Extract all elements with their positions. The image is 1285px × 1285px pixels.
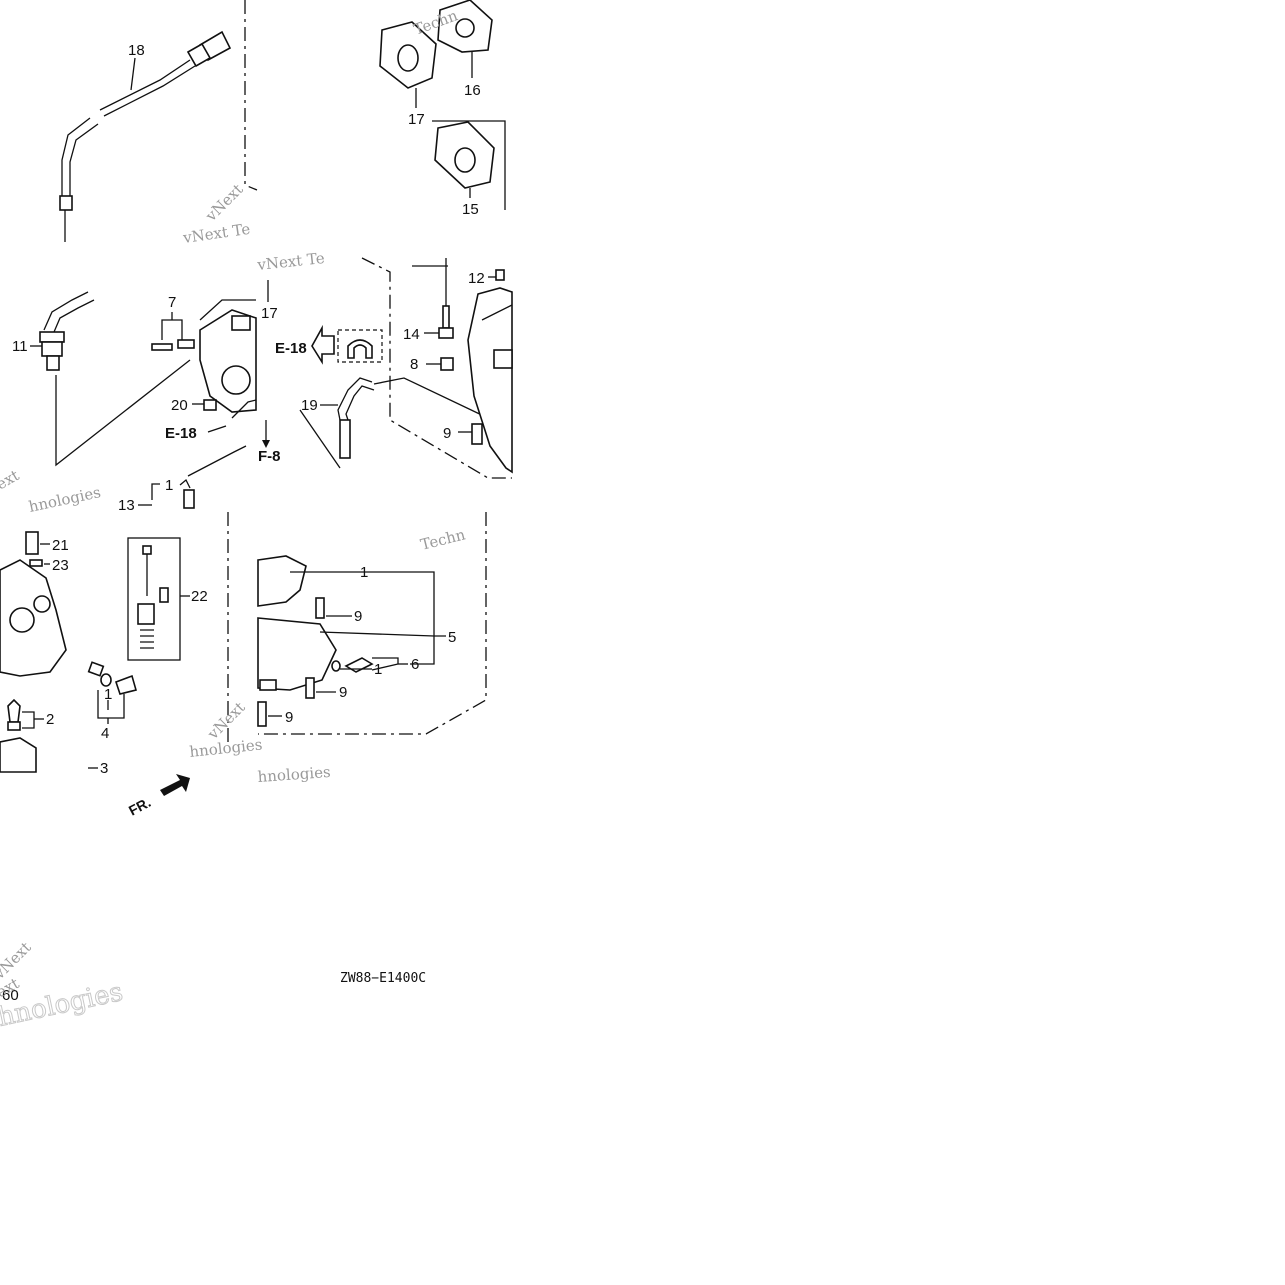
- watermark-hnologies-2: vNext Te: [256, 249, 326, 274]
- callout-1-mid: 1: [165, 477, 173, 494]
- callout-17-mid: 17: [261, 305, 278, 322]
- callout-17-top: 17: [408, 111, 425, 128]
- pilot-screw-part: [87, 661, 137, 695]
- drain-screw-part: [331, 657, 374, 673]
- callout-4: 4: [101, 725, 109, 742]
- hose-19-part: [337, 377, 375, 459]
- front-label: FR.: [126, 794, 153, 819]
- watermark-hnologies-3: hnologies: [257, 763, 331, 786]
- callout-3: 3: [100, 760, 108, 777]
- callout-16: 16: [464, 82, 481, 99]
- callout-20: 20: [171, 397, 188, 414]
- callout-19: 19: [301, 397, 318, 414]
- choke-cable-part: [59, 30, 232, 242]
- callout-22: 22: [191, 588, 208, 605]
- hose-clip-part: [347, 339, 373, 359]
- callout-23: 23: [52, 557, 69, 574]
- float-chamber-cover-part: [467, 287, 513, 474]
- needle-14-part: [438, 305, 454, 339]
- watermark-vnext-1: vNext Te: [181, 220, 251, 247]
- callout-9-a: 9: [354, 608, 362, 625]
- watermark-techn-lower: Techn: [419, 525, 468, 554]
- callout-5: 5: [448, 629, 456, 646]
- page-number: 60: [2, 987, 19, 1004]
- ref-e18-right: E-18: [275, 340, 307, 357]
- ref-e18-left: E-18: [165, 425, 197, 442]
- callout-1-drain: 1: [374, 661, 382, 678]
- gasket-17-part: [379, 21, 437, 89]
- gasket-15-part: [434, 121, 495, 189]
- arrow-e18-icon: [311, 324, 335, 365]
- carburetor-body-left: [199, 309, 257, 413]
- screw-7-part: [151, 339, 195, 351]
- callout-14: 14: [403, 326, 420, 343]
- fuel-fitting-11-part: [39, 291, 95, 371]
- ref-f8: F-8: [258, 448, 281, 465]
- callout-12: 12: [468, 270, 485, 287]
- callout-11: 11: [12, 338, 28, 355]
- front-direction-indicator: FR.: [126, 774, 190, 819]
- callout-1-gasket: 1: [360, 564, 368, 581]
- watermark-hnologies-1: hnologies: [27, 483, 102, 516]
- callout-9-b: 9: [339, 684, 347, 701]
- float-needle-kit-part: [137, 545, 169, 649]
- callout-13: 13: [118, 497, 135, 514]
- callout-7: 7: [168, 294, 176, 311]
- watermark-vnext-diag-3: vNext: [0, 938, 35, 983]
- watermark-vnext-2: hnologies: [189, 735, 264, 761]
- diagram-code: ZW88−E1400C: [340, 971, 426, 986]
- float-chamber-part: [257, 555, 337, 691]
- carburetor-body-lower: [0, 559, 67, 677]
- callout-6: 6: [411, 656, 419, 673]
- callout-21: 21: [52, 537, 69, 554]
- callout-8: 8: [410, 356, 418, 373]
- callout-1-lower: 1: [104, 686, 112, 703]
- callout-18: 18: [128, 42, 145, 59]
- callout-9-c: 9: [285, 709, 293, 726]
- callout-2: 2: [46, 711, 54, 728]
- callout-9-mid: 9: [443, 425, 451, 442]
- watermark-ext-1: ext: [0, 466, 22, 493]
- watermark-vnext-diag-1: vNext: [201, 180, 246, 225]
- gasket-16-part: [437, 0, 493, 53]
- callout-15: 15: [462, 201, 479, 218]
